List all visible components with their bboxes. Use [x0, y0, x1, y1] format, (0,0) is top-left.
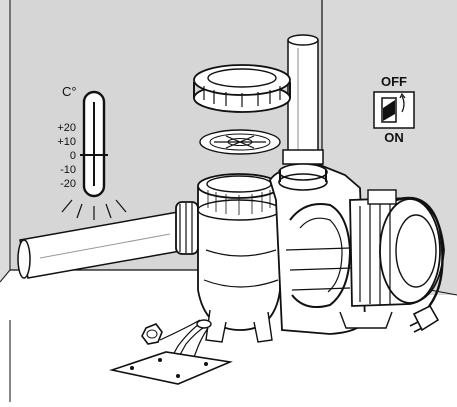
power-switch-icon: [373, 91, 415, 129]
scale-label-minus10: -10: [60, 164, 76, 176]
scale-label-zero: 0: [70, 150, 76, 162]
wiring: [159, 319, 212, 365]
switch-on-label: ON: [384, 130, 404, 145]
drain-plug: [141, 323, 163, 345]
floor-junction-plate: [108, 351, 233, 385]
vertical-pipe: [282, 34, 324, 165]
pump-strainer-housing: [197, 173, 281, 343]
scale-label-plus10: +10: [57, 136, 76, 148]
strainer-lid-ring: [193, 64, 291, 113]
scale-label-minus20: -20: [60, 178, 76, 190]
scale-label-plus20: +20: [57, 122, 76, 134]
switch-off-label: OFF: [381, 74, 407, 89]
power-plug-icon: [409, 304, 440, 333]
thermometer-unit-label: C°: [62, 84, 77, 99]
thermometer-icon: [61, 90, 127, 220]
pump-motor: [339, 189, 445, 329]
inlet-pipe: [17, 201, 199, 279]
strainer-gasket: [199, 129, 281, 155]
power-cable: [395, 196, 444, 313]
